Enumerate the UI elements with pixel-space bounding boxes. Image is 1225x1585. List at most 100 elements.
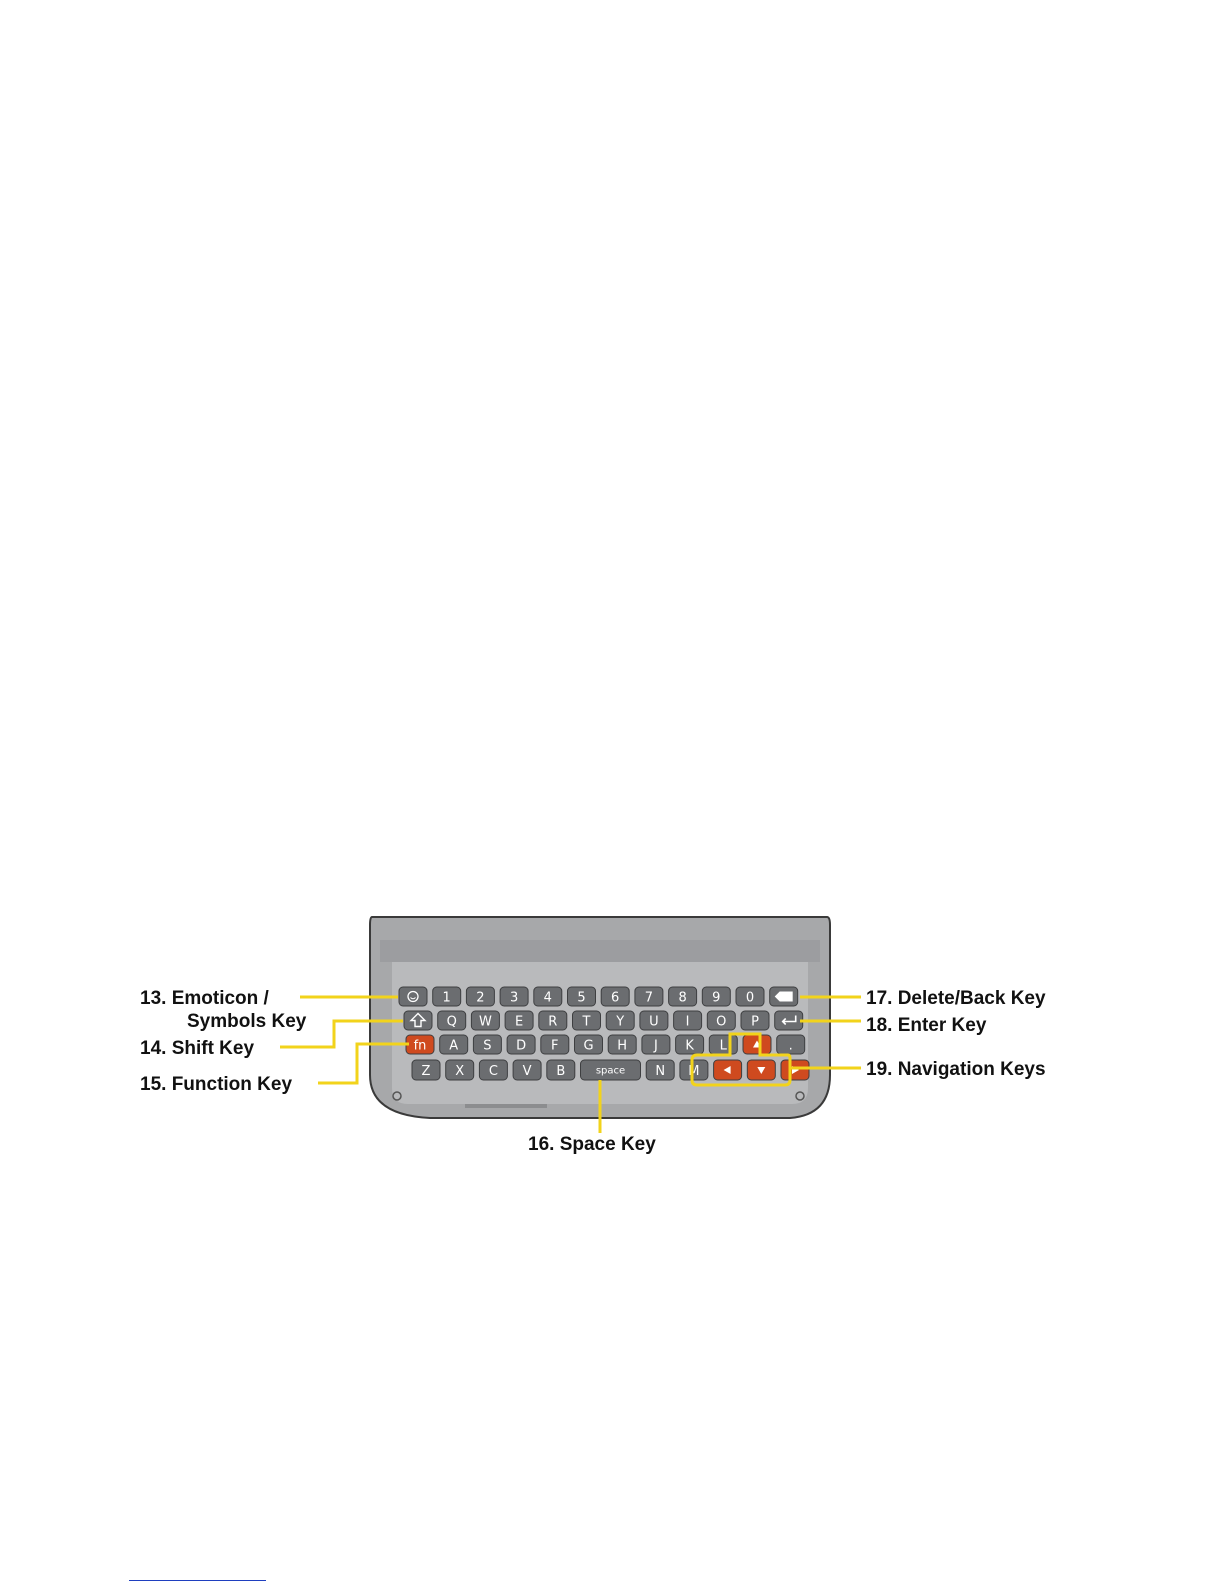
key-5[interactable]: 5	[568, 987, 596, 1006]
key-arrow-down[interactable]	[747, 1060, 775, 1080]
key-label: S	[483, 1039, 491, 1054]
key-q[interactable]: Q	[438, 1011, 466, 1030]
key-cap	[399, 987, 427, 1006]
key-label: 0	[746, 991, 754, 1006]
key-9[interactable]: 9	[702, 987, 730, 1006]
key-label: I	[686, 1015, 690, 1030]
key-label: U	[649, 1015, 659, 1030]
key-label: D	[516, 1039, 526, 1054]
key-space[interactable]: space	[581, 1060, 641, 1080]
key-backspace[interactable]	[770, 987, 798, 1006]
key-label: Q	[447, 1015, 457, 1030]
key-n[interactable]: N	[646, 1060, 674, 1080]
key-label: 5	[577, 991, 585, 1006]
callout-delete: 17. Delete/Back Key	[866, 988, 1046, 1009]
key-p[interactable]: P	[741, 1011, 769, 1030]
callout-emoticon-line1: 13. Emoticon /	[140, 988, 270, 1009]
keyboard-bezel	[380, 940, 820, 962]
key-label: 4	[544, 991, 552, 1006]
key-label: X	[455, 1064, 464, 1079]
key-e[interactable]: E	[505, 1011, 533, 1030]
key-label: L	[720, 1039, 728, 1054]
key-label: M	[688, 1064, 699, 1079]
key-label: C	[489, 1064, 498, 1079]
key-m[interactable]: M	[680, 1060, 708, 1080]
key-label: K	[685, 1039, 694, 1054]
key-a[interactable]: A	[440, 1035, 468, 1054]
key-3[interactable]: 3	[500, 987, 528, 1006]
key-label: T	[582, 1015, 591, 1030]
callout-emoticon-line2: Symbols Key	[187, 1011, 307, 1032]
key-label: space	[596, 1066, 625, 1077]
key-period[interactable]: .	[777, 1035, 805, 1054]
key-smiley[interactable]	[399, 987, 427, 1006]
key-label: 6	[611, 991, 619, 1006]
key-label: 9	[712, 991, 720, 1006]
key-b[interactable]: B	[547, 1060, 575, 1080]
key-label: R	[548, 1015, 557, 1030]
key-label: .	[789, 1039, 793, 1054]
key-j[interactable]: J	[642, 1035, 670, 1054]
key-w[interactable]: W	[471, 1011, 499, 1030]
callout-navigation: 19. Navigation Keys	[866, 1059, 1046, 1080]
key-i[interactable]: I	[674, 1011, 702, 1030]
key-label: Z	[422, 1064, 431, 1079]
footer-rule	[129, 1580, 266, 1581]
callout-function: 15. Function Key	[140, 1074, 292, 1095]
key-label: B	[556, 1064, 565, 1079]
key-d[interactable]: D	[507, 1035, 535, 1054]
key-label: P	[751, 1015, 759, 1030]
key-enter[interactable]	[775, 1011, 803, 1030]
key-label: O	[716, 1015, 726, 1030]
key-v[interactable]: V	[513, 1060, 541, 1080]
key-l[interactable]: L	[709, 1035, 737, 1054]
key-f[interactable]: F	[541, 1035, 569, 1054]
key-label: 7	[645, 991, 653, 1006]
key-6[interactable]: 6	[601, 987, 629, 1006]
key-label: 1	[443, 991, 451, 1006]
key-label: 3	[510, 991, 518, 1006]
key-o[interactable]: O	[707, 1011, 735, 1030]
key-label: 2	[476, 991, 484, 1006]
key-label: E	[515, 1015, 523, 1030]
key-u[interactable]: U	[640, 1011, 668, 1030]
key-c[interactable]: C	[479, 1060, 507, 1080]
key-arrow-up[interactable]	[743, 1035, 771, 1054]
key-2[interactable]: 2	[466, 987, 494, 1006]
key-4[interactable]: 4	[534, 987, 562, 1006]
key-label: N	[655, 1064, 665, 1079]
key-label: J	[653, 1039, 658, 1054]
key-arrow-left[interactable]	[714, 1060, 742, 1080]
key-label: F	[551, 1039, 558, 1054]
key-label: W	[479, 1015, 492, 1030]
bottom-slot	[465, 1104, 547, 1108]
key-t[interactable]: T	[573, 1011, 601, 1030]
key-k[interactable]: K	[676, 1035, 704, 1054]
key-8[interactable]: 8	[669, 987, 697, 1006]
key-label: A	[449, 1039, 458, 1054]
key-r[interactable]: R	[539, 1011, 567, 1030]
key-cap	[775, 1011, 803, 1030]
key-shift[interactable]	[404, 1011, 432, 1030]
callout-shift: 14. Shift Key	[140, 1038, 254, 1059]
key-arrow-right[interactable]	[781, 1060, 809, 1080]
key-7[interactable]: 7	[635, 987, 663, 1006]
key-h[interactable]: H	[608, 1035, 636, 1054]
key-0[interactable]: 0	[736, 987, 764, 1006]
key-z[interactable]: Z	[412, 1060, 440, 1080]
key-g[interactable]: G	[575, 1035, 603, 1054]
key-x[interactable]: X	[446, 1060, 474, 1080]
key-label: G	[583, 1039, 593, 1054]
key-y[interactable]: Y	[606, 1011, 634, 1030]
callout-space: 16. Space Key	[528, 1134, 656, 1155]
key-label: H	[617, 1039, 627, 1054]
key-s[interactable]: S	[473, 1035, 501, 1054]
key-label: 8	[678, 991, 686, 1006]
key-label: V	[523, 1064, 532, 1079]
key-1[interactable]: 1	[433, 987, 461, 1006]
callout-enter: 18. Enter Key	[866, 1015, 987, 1036]
key-label: Y	[615, 1015, 624, 1030]
key-label: fn	[414, 1039, 427, 1054]
key-fn[interactable]: fn	[406, 1035, 434, 1054]
